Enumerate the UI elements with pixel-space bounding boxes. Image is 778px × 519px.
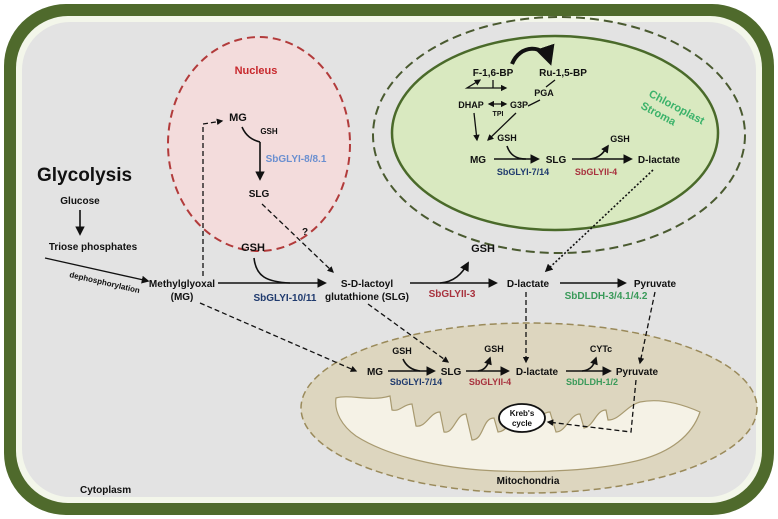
nuc-slg-to-cyto-slg-dashed (261, 203, 334, 273)
mito-slg-label: SLG (441, 367, 462, 378)
cyto-glyi-label: SbGLYI-10/11 (254, 293, 317, 304)
nuc-gsh-curve (241, 126, 261, 143)
mito-pyruvate-label: Pyruvate (616, 367, 659, 378)
chl-gsh-out-curve (589, 144, 609, 160)
chl-gsh-in-label: GSH (497, 133, 517, 143)
chloroplast-envelope (372, 16, 746, 254)
mg-to-nucleus-dashed (202, 118, 224, 276)
g3p-label: G3P (510, 100, 528, 110)
question-mark: ? (302, 227, 308, 238)
mito-glyi-label: SbGLYI-7/14 (390, 377, 442, 387)
slg-label-1: S-D-lactoyl (341, 279, 393, 290)
cyto-dldh-label: SbDLDH-3/4.1/4.2 (565, 291, 648, 302)
nuc-gsh-label: GSH (260, 127, 278, 136)
ru15bp-label: Ru-1,5-BP (539, 68, 587, 79)
chl-mg-label: MG (470, 155, 486, 166)
mito-dldh-label: SbDLDH-1/2 (566, 377, 618, 387)
mito-cytc-curve (581, 356, 598, 372)
pga-label: PGA (534, 88, 554, 98)
calvin-cycle-arc (510, 43, 555, 66)
dhap-to-mg-arrow (473, 112, 480, 142)
mitochondrial-cristae (335, 395, 701, 473)
krebs-label-1: Kreb's (510, 409, 535, 418)
nuc-glyi-label: SbGLYI-8/8.1 (266, 154, 327, 165)
ru15bp-to-pga-line (545, 79, 556, 88)
tpi-label: TPI (493, 111, 504, 118)
cyto-dlactate-label: D-lactate (507, 279, 550, 290)
krebs-label-2: cycle (512, 419, 533, 428)
cyto-glyii-label: SbGLYII-3 (429, 289, 476, 300)
mito-gsh-out-label: GSH (484, 344, 504, 354)
nuc-slg-label: SLG (249, 189, 270, 200)
pga-to-g3p-line (527, 99, 541, 107)
chl-dlactate-to-cyto-dotted (544, 169, 654, 273)
mitochondria-label: Mitochondria (497, 476, 560, 487)
chl-gsh-out-label: GSH (610, 134, 630, 144)
cyto-pyruvate-label: Pyruvate (634, 279, 677, 290)
chl-glyi-label: SbGLYI-7/14 (497, 167, 549, 177)
nucleus-label: Nucleus (235, 65, 278, 77)
glucose-label: Glucose (60, 196, 100, 207)
slg-label-2: glutathione (SLG) (325, 292, 409, 303)
cyto-gsh-out-curve (439, 261, 469, 284)
g3p-to-mg-arrow (487, 112, 517, 141)
mito-glyii-label: SbGLYII-4 (469, 377, 511, 387)
glycolysis-title: Glycolysis (37, 165, 132, 186)
mito-pyruvate-to-krebs-dashed (546, 379, 637, 433)
cyto-mg-to-mito-mg-dashed (199, 302, 358, 372)
cyto-gsh-in-label: GSH (241, 242, 265, 254)
mito-mg-label: MG (367, 367, 383, 378)
cyto-gsh-out-label: GSH (471, 243, 495, 255)
chloroplast-stroma (390, 34, 720, 232)
mito-gsh-out-curve (477, 356, 492, 372)
cyto-pyruvate-to-mito-pyruvate-dashed (637, 291, 656, 365)
chl-dlactate-label: D-lactate (638, 155, 681, 166)
chl-slg-label: SLG (546, 155, 567, 166)
mito-dlactate-label: D-lactate (516, 367, 559, 378)
dhap-label: DHAP (458, 100, 484, 110)
nucleus (167, 36, 351, 252)
mg-abbrev-label: (MG) (171, 292, 194, 303)
mito-cytc-label: CYTc (590, 344, 612, 354)
krebs-cycle-node (498, 403, 546, 433)
methylglyoxal-label: Methylglyoxal (149, 279, 215, 290)
mito-gsh-in-label: GSH (392, 346, 412, 356)
cytoplasm-label: Cytoplasm (80, 485, 131, 496)
nuc-mg-label: MG (229, 112, 247, 124)
f16bp-label: F-1,6-BP (473, 68, 514, 79)
chl-glyii-label: SbGLYII-4 (575, 167, 617, 177)
triose-phosphates-label: Triose phosphates (49, 242, 138, 253)
cyto-slg-to-mito-slg-dashed (367, 303, 450, 363)
triose-to-mg-arrow (44, 257, 150, 284)
